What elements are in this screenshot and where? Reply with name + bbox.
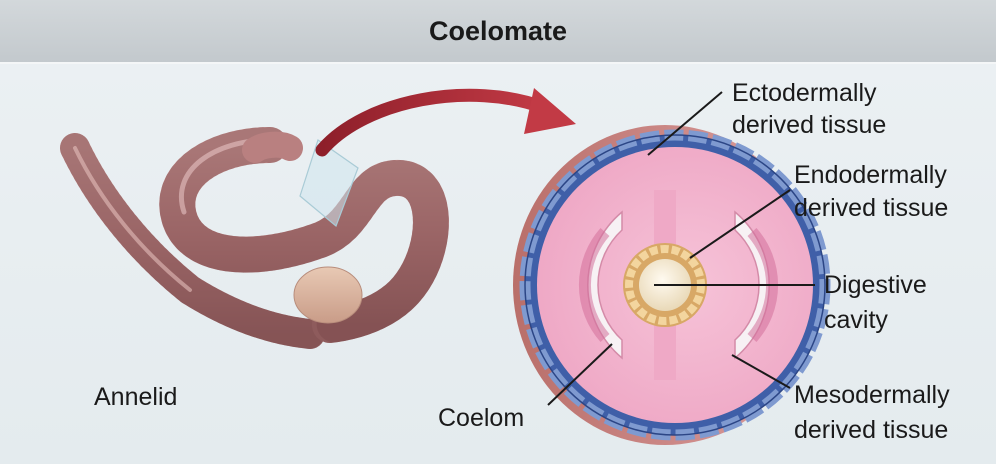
label-endoderm-line2: derived tissue: [794, 194, 949, 222]
leader-lines: [547, 91, 815, 406]
label-coelom: Coelom: [438, 404, 525, 432]
curved-arrow-icon: [315, 88, 576, 157]
label-annelid: Annelid: [94, 383, 178, 411]
leader-mesoderm: [731, 354, 791, 389]
label-mesoderm-line2: derived tissue: [794, 416, 949, 444]
label-mesoderm-line1: Mesodermally: [794, 381, 950, 409]
header-bar: Coelomate: [0, 0, 996, 64]
worm-icon: [60, 127, 449, 349]
label-ectoderm-line2: derived tissue: [732, 111, 887, 139]
label-endoderm-line1: Endodermally: [794, 161, 947, 189]
leader-endoderm: [689, 189, 791, 259]
leader-ectoderm: [647, 91, 723, 156]
label-digestive-line1: Digestive: [824, 271, 927, 299]
figure-title: Coelomate: [428, 15, 568, 46]
label-ectoderm-line1: Ectodermally: [732, 79, 877, 107]
label-digestive-line2: cavity: [824, 306, 888, 334]
leader-coelom: [547, 343, 613, 406]
